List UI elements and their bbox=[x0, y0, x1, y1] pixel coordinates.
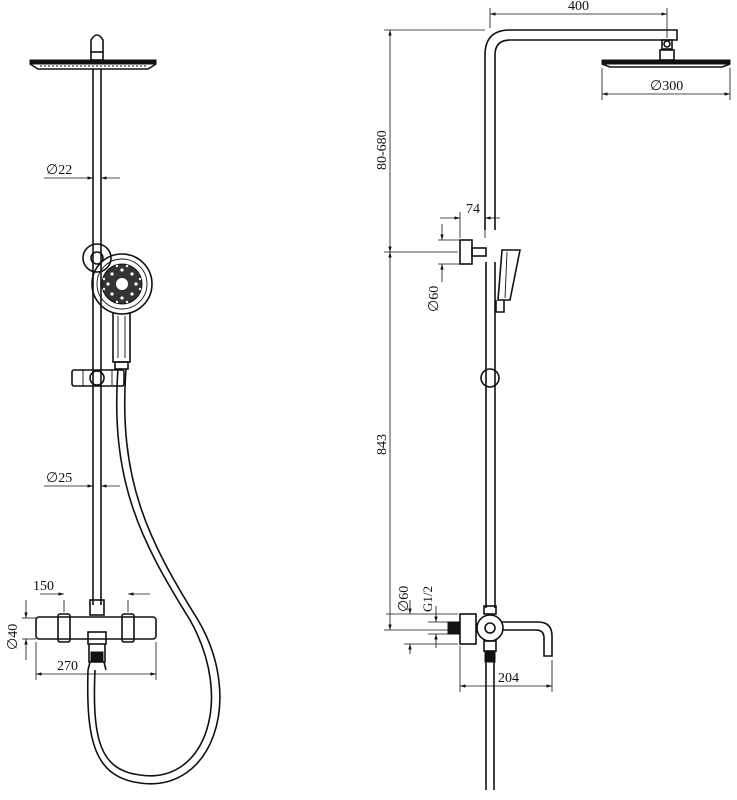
label-d300: ∅300 bbox=[650, 79, 683, 94]
label-d22: ∅22 bbox=[46, 163, 72, 178]
side-shower-rail bbox=[485, 262, 496, 608]
label-843: 843 bbox=[375, 434, 390, 455]
front-hand-shower-head bbox=[91, 253, 153, 370]
dimension-74: 74 bbox=[440, 202, 500, 238]
label-204: 204 bbox=[498, 671, 519, 686]
front-slider-holder bbox=[71, 369, 125, 387]
label-d60-lower: ∅60 bbox=[397, 586, 412, 612]
dimension-g12: G1/2 bbox=[420, 586, 448, 648]
side-shower-arm bbox=[484, 29, 678, 230]
dimension-d22: ∅22 bbox=[44, 163, 120, 180]
dimension-204: 204 bbox=[459, 646, 553, 692]
label-80-680: 80-680 bbox=[375, 130, 390, 170]
side-overhead-shower bbox=[601, 49, 731, 68]
dimension-d60-upper: ∅60 bbox=[427, 224, 460, 312]
dimension-400: 400 bbox=[489, 0, 668, 38]
label-270: 270 bbox=[57, 659, 78, 674]
side-slider-holder bbox=[480, 368, 500, 388]
label-d60-upper: ∅60 bbox=[427, 286, 442, 312]
dimension-843: 843 bbox=[375, 252, 458, 631]
front-shower-hose bbox=[86, 368, 221, 785]
front-view: ∅22 bbox=[6, 34, 221, 785]
side-wall-bracket-upper bbox=[459, 239, 487, 265]
side-mixer-body bbox=[447, 605, 504, 645]
label-74: 74 bbox=[466, 202, 480, 217]
side-view: 400 ∅300 80-680 74 bbox=[375, 0, 731, 790]
front-hand-shower-bracket bbox=[82, 243, 112, 273]
label-g12: G1/2 bbox=[420, 586, 435, 612]
dimension-270: 270 bbox=[35, 642, 157, 680]
label-150: 150 bbox=[33, 579, 54, 594]
dimension-d60-lower: ∅60 bbox=[386, 586, 458, 654]
dimension-80-680: 80-680 bbox=[375, 29, 485, 253]
front-thermostatic-mixer bbox=[35, 613, 157, 671]
front-shower-rail bbox=[89, 69, 105, 616]
front-overhead-shower bbox=[29, 34, 157, 70]
dimension-d25: ∅25 bbox=[44, 471, 120, 488]
label-d40: ∅40 bbox=[6, 624, 21, 650]
dimension-150: 150 bbox=[33, 579, 150, 612]
side-bath-spout bbox=[483, 621, 553, 790]
label-d25: ∅25 bbox=[46, 471, 72, 486]
side-hand-shower bbox=[495, 249, 521, 313]
label-400: 400 bbox=[568, 0, 589, 14]
dimension-d300: ∅300 bbox=[601, 68, 731, 100]
dimension-d40: ∅40 bbox=[6, 600, 36, 660]
